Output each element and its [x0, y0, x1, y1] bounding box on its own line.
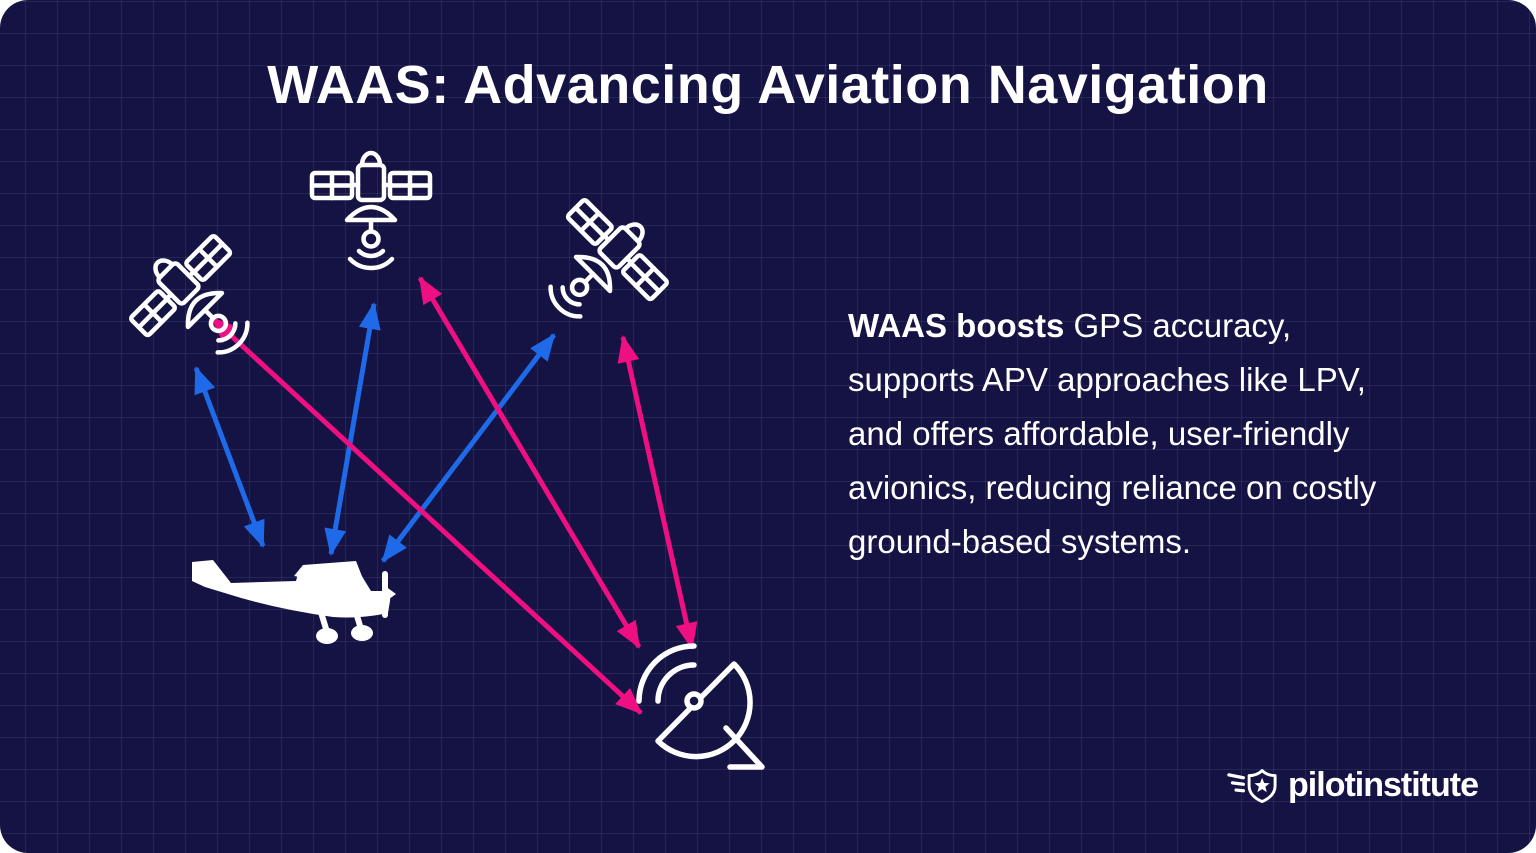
signal-arrow-sat-right-airplane: [381, 333, 556, 563]
signal-arrow-sat-right-ground: [617, 335, 698, 650]
signal-arrow-sat-middle-airplane: [324, 302, 381, 556]
description-line: avionics, reducing reliance on costly: [848, 469, 1377, 506]
ground-station-dish-icon: [636, 643, 765, 770]
gps-signal-links: [193, 302, 556, 563]
description-line: and offers affordable, user-friendly: [848, 415, 1350, 452]
logo-wordmark: pilotinstitute: [1288, 765, 1479, 804]
description-line: WAAS boosts GPS accuracy,: [848, 307, 1292, 344]
description-line: supports APV approaches like LPV,: [848, 361, 1366, 398]
description-text: WAAS boosts GPS accuracy, supports APV a…: [848, 299, 1488, 569]
signal-arrow-sat-middle-ground: [417, 276, 642, 649]
description-line: ground-based systems.: [848, 523, 1192, 560]
signal-arrow-sat-left-airplane: [193, 366, 266, 548]
signal-arrow-sat-left-ground: [210, 316, 643, 715]
waas-correction-links: [210, 276, 698, 715]
satellite-icon: [312, 153, 430, 268]
pilot-institute-logo: pilotinstitute: [1226, 760, 1479, 810]
satellite-icon: [517, 185, 682, 350]
pilot-institute-shield-star-badge-icon: [1227, 769, 1277, 804]
airplane-icon: [192, 560, 396, 644]
page-title: WAAS: Advancing Aviation Navigation: [267, 55, 1269, 115]
